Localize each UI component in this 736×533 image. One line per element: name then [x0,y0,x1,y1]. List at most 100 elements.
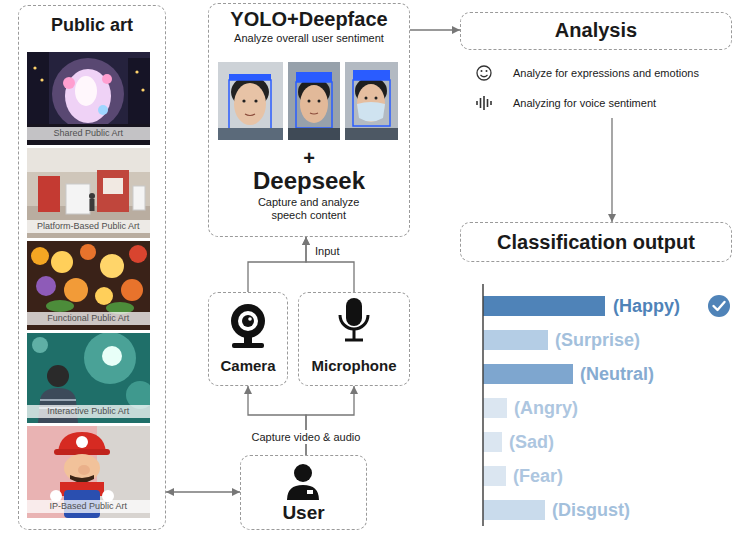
voice-icon [476,101,478,105]
art-photo [64,278,88,302]
actor-label: User [241,502,366,524]
face-image [365,97,368,100]
art-photo [102,346,122,366]
art-photo [46,300,74,312]
art-photo-tile: IP-Based Public Art [27,426,150,518]
photo-caption: Platform-Based Public Art [27,220,150,233]
category-label: (Angry) [514,397,578,419]
bar-chart [483,284,605,526]
face-image [254,99,257,102]
face-image [357,102,385,122]
art-photo [27,333,150,423]
edge-label: Input [312,244,342,258]
category-label: (Fear) [513,465,563,487]
analysis-group: AnalysisAnalyze for expressions and emot… [460,12,732,118]
art-photo [78,465,90,475]
voice-icon [480,98,482,108]
emotion-icon [481,70,483,72]
face-image [218,62,283,140]
camera-icon [231,304,265,348]
box-subtitle: Analyze overall user sentiment [209,31,409,45]
microphone-icon [353,329,356,339]
face-image [229,80,271,130]
art-photo [97,170,129,212]
emotion-icon [477,66,491,80]
group-panel: Public artShared Public ArtPlatform-Base… [18,5,166,530]
art-photo [27,52,150,145]
art-photo [27,52,49,124]
section-header: Classification output [461,230,731,254]
voice-icon [477,96,491,110]
device-box: Microphone [298,292,410,386]
art-photo [38,176,60,212]
voice-icon [483,96,485,110]
connector-arrow [248,237,306,292]
output-box: Classification output [460,222,732,262]
face-image [218,62,283,140]
face-image [345,62,398,140]
box-title: Deepseek [209,167,409,195]
check-mark [708,295,730,317]
art-photo-tile: Interactive Public Art [27,333,150,423]
art-photo [76,436,88,448]
art-photo [135,70,138,73]
face-image [345,128,398,140]
camera-icon [248,317,252,321]
box-title: YOLO+Deepface [209,7,409,31]
bar-chart [483,500,545,520]
analysis-item: Analyze for expressions and emotions [513,66,728,80]
face-image [357,84,385,122]
user-icon [287,485,319,500]
actor-box: User [240,455,367,530]
art-photo [75,76,97,106]
emotion-icon [486,70,488,72]
box-subtitle: Capture and analyze speech content [249,196,369,222]
face-image [288,128,340,140]
plus-sign: + [209,146,409,170]
connector-arrow [611,118,612,222]
art-photo [141,88,144,91]
art-photo [40,399,76,401]
art-photo [100,254,124,278]
photo-caption: Functional Public Art [27,312,150,325]
camera-icon [244,337,252,344]
category-label: (Neutral) [580,363,654,385]
connector-arrow [306,237,354,292]
bar-chart [483,466,506,486]
art-photo [65,69,111,123]
face-image [318,100,321,103]
art-photo [27,148,150,238]
art-photo [128,58,150,124]
art-photo [47,365,69,387]
art-photo [32,337,48,353]
category-label: (Happy) [613,295,680,317]
face-image [245,114,255,116]
edge-label: Capture video & audio [249,430,364,444]
device-box: Camera [208,292,288,386]
connector-arrow [410,29,460,30]
art-photo [90,199,95,211]
category-label: (Disgust) [552,499,630,521]
art-photo [51,251,73,273]
bar-chart [482,284,484,526]
art-photo [84,333,136,384]
art-photo [27,241,150,330]
face-image [353,70,390,80]
art-photo [52,58,124,130]
photo-caption: IP-Based Public Art [27,500,150,513]
photo-caption: Interactive Public Art [27,405,150,418]
category-label: (Surprise) [555,329,640,351]
camera-icon [232,343,264,348]
photo-caption: Shared Public Art [27,127,150,140]
camera-icon [238,311,258,331]
art-photo [27,241,150,330]
check-mark [708,295,730,317]
art-photo [95,287,113,305]
connector-arrow [166,491,240,492]
bar-chart [483,330,548,350]
microphone-icon [340,315,368,329]
emotion-icon [477,66,491,80]
art-photo [66,184,90,214]
art-photo [27,52,150,145]
